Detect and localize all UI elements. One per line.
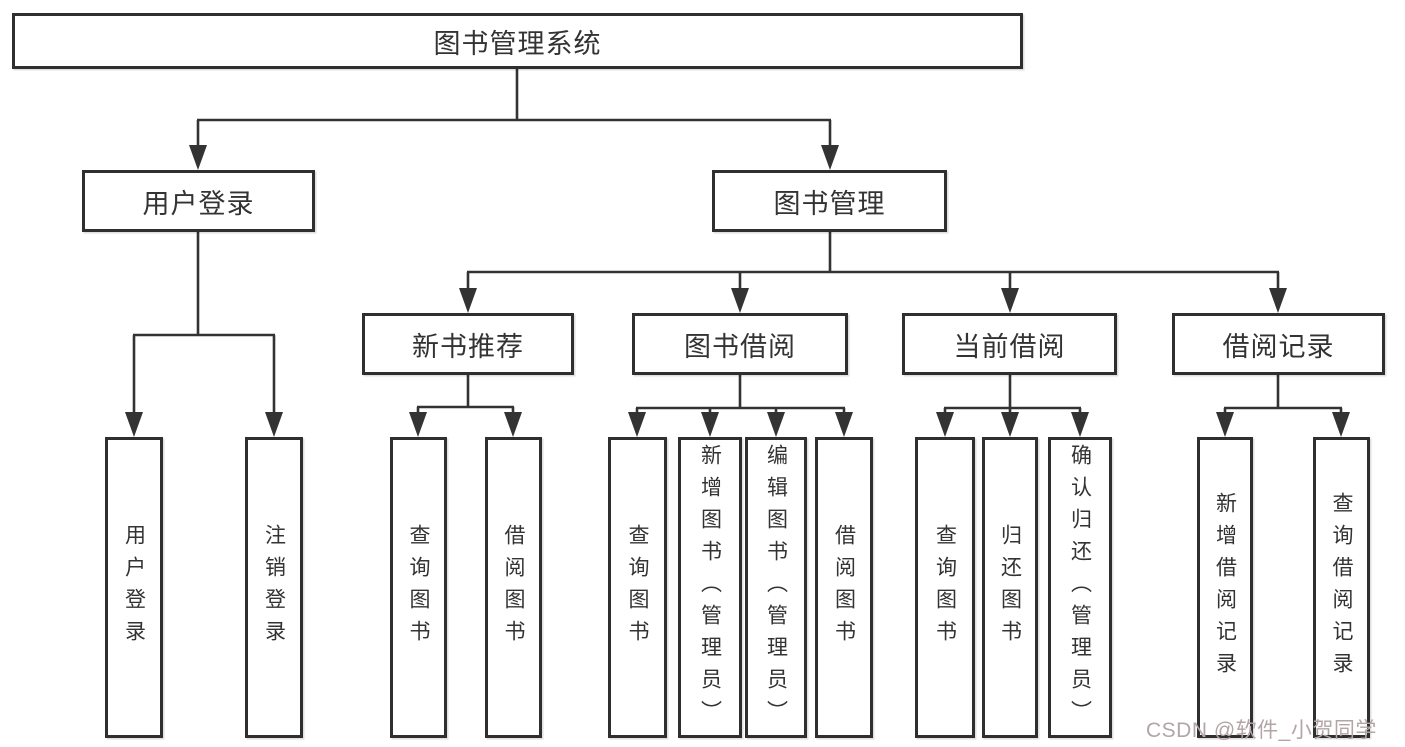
node-borrow-record: 借阅记录 [1172,313,1385,375]
leaf-label: 借阅图书 [502,523,525,652]
leaf-label: 编辑图书（管理员） [764,443,788,732]
connector-bookborrow-to-leaves [628,375,853,437]
leaf-current-confirm-return-admin: 确认归还（管理员） [1048,437,1112,738]
connector-borrowrecord-to-leaves [1216,375,1350,437]
leaf-newbooks-query-books: 查询图书 [390,437,447,738]
leaf-borrow-borrow-books: 借阅图书 [815,437,873,738]
leaf-label: 用户登录 [122,523,146,652]
node-user-login: 用户登录 [82,170,315,232]
leaf-newbooks-borrow-books: 借阅图书 [485,437,542,738]
connector-bookmgmt-to-level3 [459,232,1287,313]
connector-userlogin-to-leaves [125,232,283,437]
leaf-label: 查询借阅记录 [1330,491,1353,684]
leaf-user-login: 用户登录 [105,437,163,738]
leaf-label: 新增借阅记录 [1213,491,1237,684]
connector-newbooks-to-leaves [409,375,522,437]
leaf-label: 查询图书 [626,523,649,652]
node-current-borrow: 当前借阅 [902,313,1117,375]
leaf-label: 归还图书 [998,523,1022,652]
node-book-management: 图书管理 [712,170,947,232]
leaf-label: 新增图书（管理员） [698,443,722,732]
leaf-current-query-books: 查询图书 [915,437,975,738]
connector-root-to-level2 [189,69,839,170]
leaf-label: 借阅图书 [832,523,856,652]
csdn-watermark: CSDN @软件_小贺同学 [1146,719,1377,742]
node-new-book-recommend: 新书推荐 [362,313,574,375]
node-library-system: 图书管理系统 [12,13,1023,69]
node-book-borrow: 图书借阅 [632,313,848,375]
leaf-record-query-borrow-record: 查询借阅记录 [1313,437,1370,738]
connector-currentborrow-to-leaves [936,375,1089,437]
leaf-borrow-query-books: 查询图书 [608,437,667,738]
leaf-label: 确认归还（管理员） [1068,443,1092,732]
leaf-borrow-edit-book-admin: 编辑图书（管理员） [745,437,807,738]
leaf-current-return-books: 归还图书 [982,437,1038,738]
leaf-label: 注销登录 [262,523,286,652]
leaf-label: 查询图书 [407,523,430,652]
leaf-record-add-borrow-record: 新增借阅记录 [1197,437,1253,738]
leaf-label: 查询图书 [933,523,957,652]
leaf-logout: 注销登录 [245,437,303,738]
leaf-borrow-add-book-admin: 新增图书（管理员） [678,437,742,738]
